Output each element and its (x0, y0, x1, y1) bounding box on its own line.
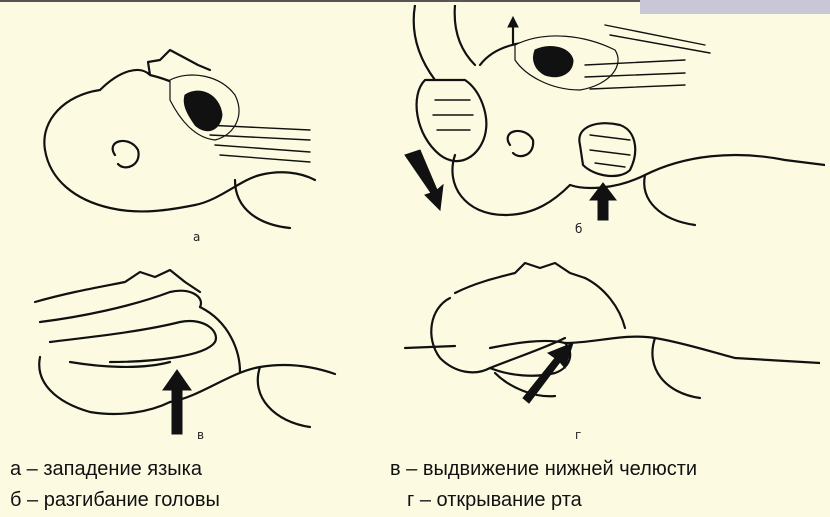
panel-b-illustration (385, 5, 825, 235)
panel-b-letter: б (575, 222, 582, 236)
panel-v-illustration (30, 262, 340, 437)
panel-g-illustration (395, 258, 820, 438)
panel-v-letter: в (197, 428, 204, 442)
legend-v: в – выдвижение нижней челюсти (390, 458, 697, 481)
legend-g: г – открывание рта (407, 489, 582, 512)
panel-a-illustration (20, 40, 320, 240)
legend-a: а – западение языка (10, 458, 202, 481)
panel-g-letter: г (575, 428, 581, 442)
panel-a-letter: а (193, 230, 200, 244)
legend-b: б – разгибание головы (10, 489, 220, 512)
